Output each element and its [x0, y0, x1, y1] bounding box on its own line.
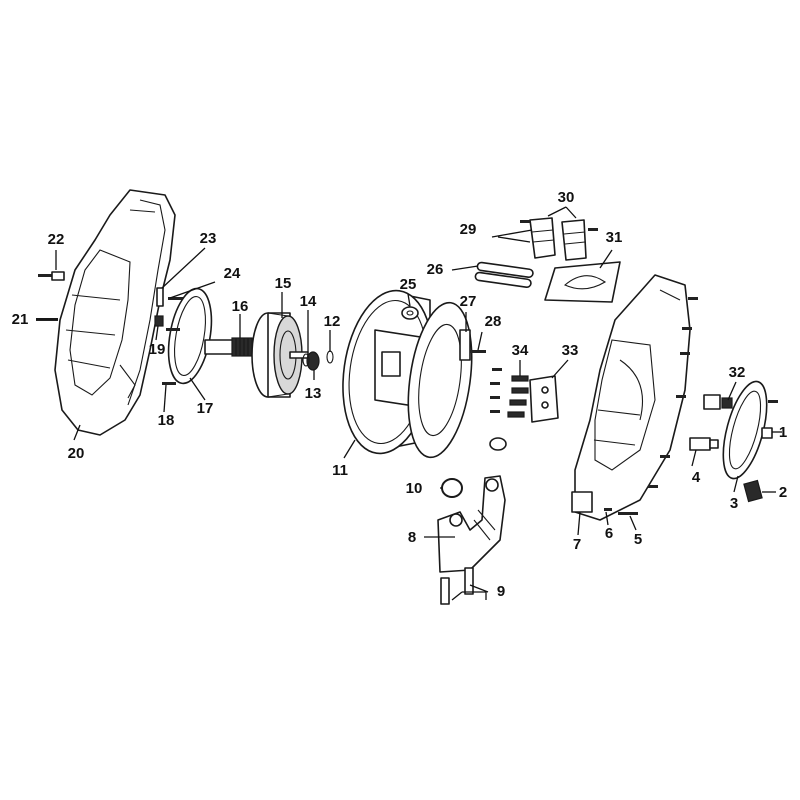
screw-part-19b	[166, 328, 180, 331]
label-part-23: 23	[200, 230, 217, 247]
label-part-8: 8	[408, 529, 416, 546]
label-part-16: 16	[232, 298, 249, 315]
screw-part-6	[604, 508, 612, 511]
label-part-6: 6	[605, 525, 613, 542]
spring-part-2	[743, 479, 763, 503]
label-part-31: 31	[606, 229, 623, 246]
reel-part-11	[342, 289, 473, 459]
label-part-29: 29	[460, 221, 477, 238]
screws-right-housing	[648, 297, 698, 488]
label-part-34: 34	[512, 342, 529, 359]
knob-part-1	[761, 427, 773, 439]
cap-part-small	[489, 437, 507, 451]
nut-part-19	[154, 315, 164, 327]
label-part-7: 7	[573, 536, 581, 553]
screw-part-22	[38, 271, 65, 281]
label-part-20: 20	[68, 445, 85, 462]
shaft-part-16	[204, 337, 266, 357]
label-part-18: 18	[158, 412, 175, 429]
label-part-26: 26	[427, 261, 444, 278]
pins-part-9	[440, 567, 474, 605]
screw-part-24	[168, 297, 184, 300]
label-part-15: 15	[275, 275, 292, 292]
label-part-3: 3	[730, 495, 738, 512]
rods-part-26	[474, 261, 534, 288]
label-part-4: 4	[692, 469, 701, 486]
label-part-14: 14	[300, 293, 317, 310]
label-part-10: 10	[406, 480, 423, 497]
label-part-25: 25	[400, 276, 417, 293]
contact-block-part-33	[529, 375, 559, 423]
screw-part-28	[470, 350, 486, 353]
screw-part-18	[162, 382, 176, 385]
label-part-12: 12	[324, 313, 341, 330]
label-part-27: 27	[460, 293, 477, 310]
cover-part-31	[544, 261, 621, 303]
clip-part-23	[156, 287, 164, 307]
fitting-part-4	[689, 437, 719, 451]
label-part-30: 30	[558, 189, 575, 206]
part-number-labels: 1 2 3 4 5 6 7 8 9 10 11 12 13 14 15 16 1…	[12, 189, 788, 600]
label-part-19: 19	[149, 341, 166, 358]
label-part-5: 5	[634, 531, 642, 548]
end-plate-part-17	[167, 287, 213, 385]
springs-part-34	[490, 368, 529, 418]
label-part-11: 11	[332, 462, 348, 479]
label-part-32: 32	[729, 364, 746, 381]
label-part-21: 21	[12, 311, 29, 328]
nut-part-25	[401, 306, 419, 320]
washer-part-14	[302, 353, 310, 367]
label-part-22: 22	[48, 231, 65, 248]
label-part-17: 17	[197, 400, 214, 417]
left-housing-part	[54, 189, 176, 436]
label-part-13: 13	[305, 385, 322, 402]
clip-part-12	[326, 350, 334, 364]
leader-lines	[36, 206, 782, 601]
switch-part-30	[561, 219, 587, 261]
bracket-part-8	[437, 475, 506, 573]
washer-part-13	[306, 351, 320, 371]
bolt-part-32	[703, 394, 733, 410]
label-part-9: 9	[497, 583, 505, 600]
label-part-1: 1	[779, 424, 787, 441]
bushing-part-27	[459, 329, 471, 361]
ring-part-10	[441, 478, 463, 498]
drum-part-15	[251, 312, 309, 398]
label-part-28: 28	[485, 313, 502, 330]
label-part-33: 33	[562, 342, 579, 359]
label-part-2: 2	[779, 484, 787, 501]
label-part-24: 24	[224, 265, 241, 282]
screw-part-5	[618, 512, 638, 515]
right-housing-part	[571, 274, 691, 521]
switch-part-29	[529, 217, 556, 259]
